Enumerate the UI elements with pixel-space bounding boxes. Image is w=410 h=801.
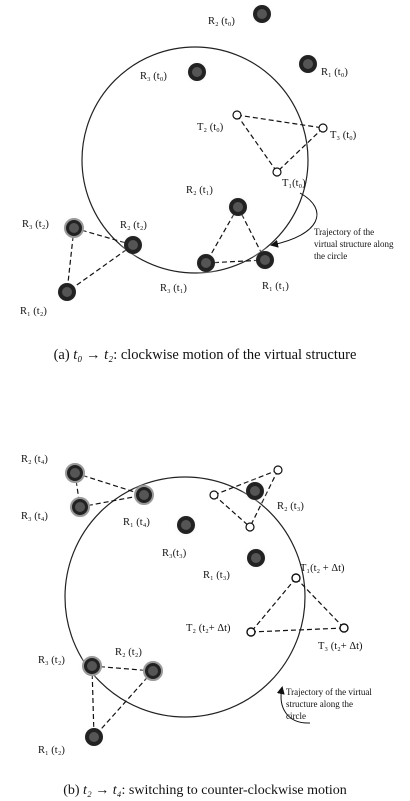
panel-a: R₂ (t₀) R₃ (t₀) R₁ (t₀) T₂ (t₀) T₃ (t₀) … (20, 1, 396, 317)
target-t2-b-low (246, 627, 256, 637)
target-t2-t0 (232, 110, 242, 120)
robot-r1-t0 (295, 51, 321, 77)
note-b-line-1: Trajectory of the virtual (286, 687, 372, 697)
label-t3-t0: T₃ (t₀) (330, 130, 357, 141)
note-a-line-3: the circle (314, 251, 347, 261)
label-r3-t2-b: R₃ (t₂) (38, 655, 65, 666)
target-t3-t0 (318, 123, 328, 133)
label-r2-t1: R₂ (t₁) (186, 185, 213, 196)
robot-r2-t4 (61, 459, 89, 487)
robot-r2-t2 (119, 231, 147, 259)
label-r1-t2-b: R₁ (t₂) (38, 745, 65, 756)
target-t2-b (209, 490, 219, 500)
robot-r1-t4 (131, 482, 157, 508)
label-t2-t0: T₂ (t₀) (197, 122, 224, 133)
note-a-line-1: Trajectory of the (314, 227, 374, 237)
label-r3-t2: R₃ (t₂) (22, 219, 49, 230)
label-r1-t3: R₁ (t₃) (203, 570, 230, 581)
panel-b: R₂ (t₄) R₃ (t₄) R₁ (t₄) R₂ (t₃) R₃(t₃) R… (21, 454, 374, 756)
label-t2-b: T₂ (t₂+ Δt) (186, 623, 231, 634)
label-r3-t3: R₃(t₃) (162, 548, 187, 559)
robot-r3-t1 (192, 249, 220, 277)
note-a-line-2: virtual structure along (314, 239, 394, 249)
label-r2-t3: R₂ (t₃) (277, 501, 304, 512)
robot-r1-t3 (242, 544, 270, 572)
robot-r2-t2-b (139, 657, 167, 685)
robot-r3-t2 (60, 214, 88, 242)
caption-b: (b) t₂ → t₄: switching to counter-clockw… (0, 782, 410, 800)
robot-r2-t1 (224, 193, 252, 221)
label-r3-t1: R₃ (t₁) (160, 283, 187, 294)
caption-a-text: : clockwise motion of the virtual struct… (113, 347, 357, 363)
caption-a: (a) t₀ → t₂: clockwise motion of the vir… (0, 346, 410, 364)
label-r2-t0: R₂ (t₀) (208, 16, 235, 27)
note-b-line-2: structure along the (286, 699, 353, 709)
robot-r1-t1 (251, 246, 279, 274)
label-r2-t2: R₂ (t₂) (120, 220, 147, 231)
trajectory-note-b: Trajectory of the virtual structure alon… (286, 687, 374, 721)
trajectory-arrow-a (270, 192, 318, 248)
trajectory-note-a: Trajectory of the virtual structure alon… (314, 227, 396, 261)
target-t3-b (339, 623, 349, 633)
caption-a-prefix: (a) (53, 347, 70, 363)
note-b-line-3: circle (286, 711, 306, 721)
trajectory-circle-b (64, 476, 306, 718)
robot-r3-t2-b (78, 652, 106, 680)
target-t1-b-top (245, 522, 255, 532)
target-t1-t0 (272, 167, 282, 177)
label-r2-t4: R₂ (t₄) (21, 454, 48, 465)
label-r1-t4: R₁ (t₄) (123, 517, 150, 528)
caption-a-math: t₀ → t₂ (73, 347, 114, 363)
robot-r3-t3 (172, 511, 200, 539)
caption-b-text: : switching to counter-clockwise motion (121, 783, 347, 798)
label-r3-t0: R₃ (t₀) (140, 71, 167, 82)
label-t3-b: T₃ (t₂+ Δt) (318, 641, 363, 652)
robot-r1-t2 (54, 279, 80, 305)
label-r2-t2-b: R₂ (t₂) (115, 647, 142, 658)
trajectory-circle-a (81, 46, 309, 274)
robot-r3-t4 (66, 493, 94, 521)
robot-r2-t0 (249, 1, 275, 27)
label-r1-t0: R₁ (t₀) (321, 67, 348, 78)
caption-b-prefix: (b) (63, 783, 80, 798)
target-t3-b-top (273, 465, 283, 475)
robot-r3-t0 (183, 58, 211, 86)
label-r3-t4: R₃ (t₄) (21, 511, 48, 522)
robot-r1-t2-b (81, 724, 107, 750)
label-r1-t2: R₁ (t₂) (20, 306, 47, 317)
label-t1-t0: T₁(t₀) (282, 178, 306, 189)
label-r1-t1: R₁ (t₁) (262, 281, 289, 292)
caption-b-math: t₂ → t₄ (83, 783, 122, 798)
trajectory-arrow-b (276, 686, 311, 724)
robot-r2-t3 (241, 477, 269, 505)
label-t1-b: T₁(t₂ + Δt) (300, 563, 345, 574)
target-t1-b (291, 573, 301, 583)
